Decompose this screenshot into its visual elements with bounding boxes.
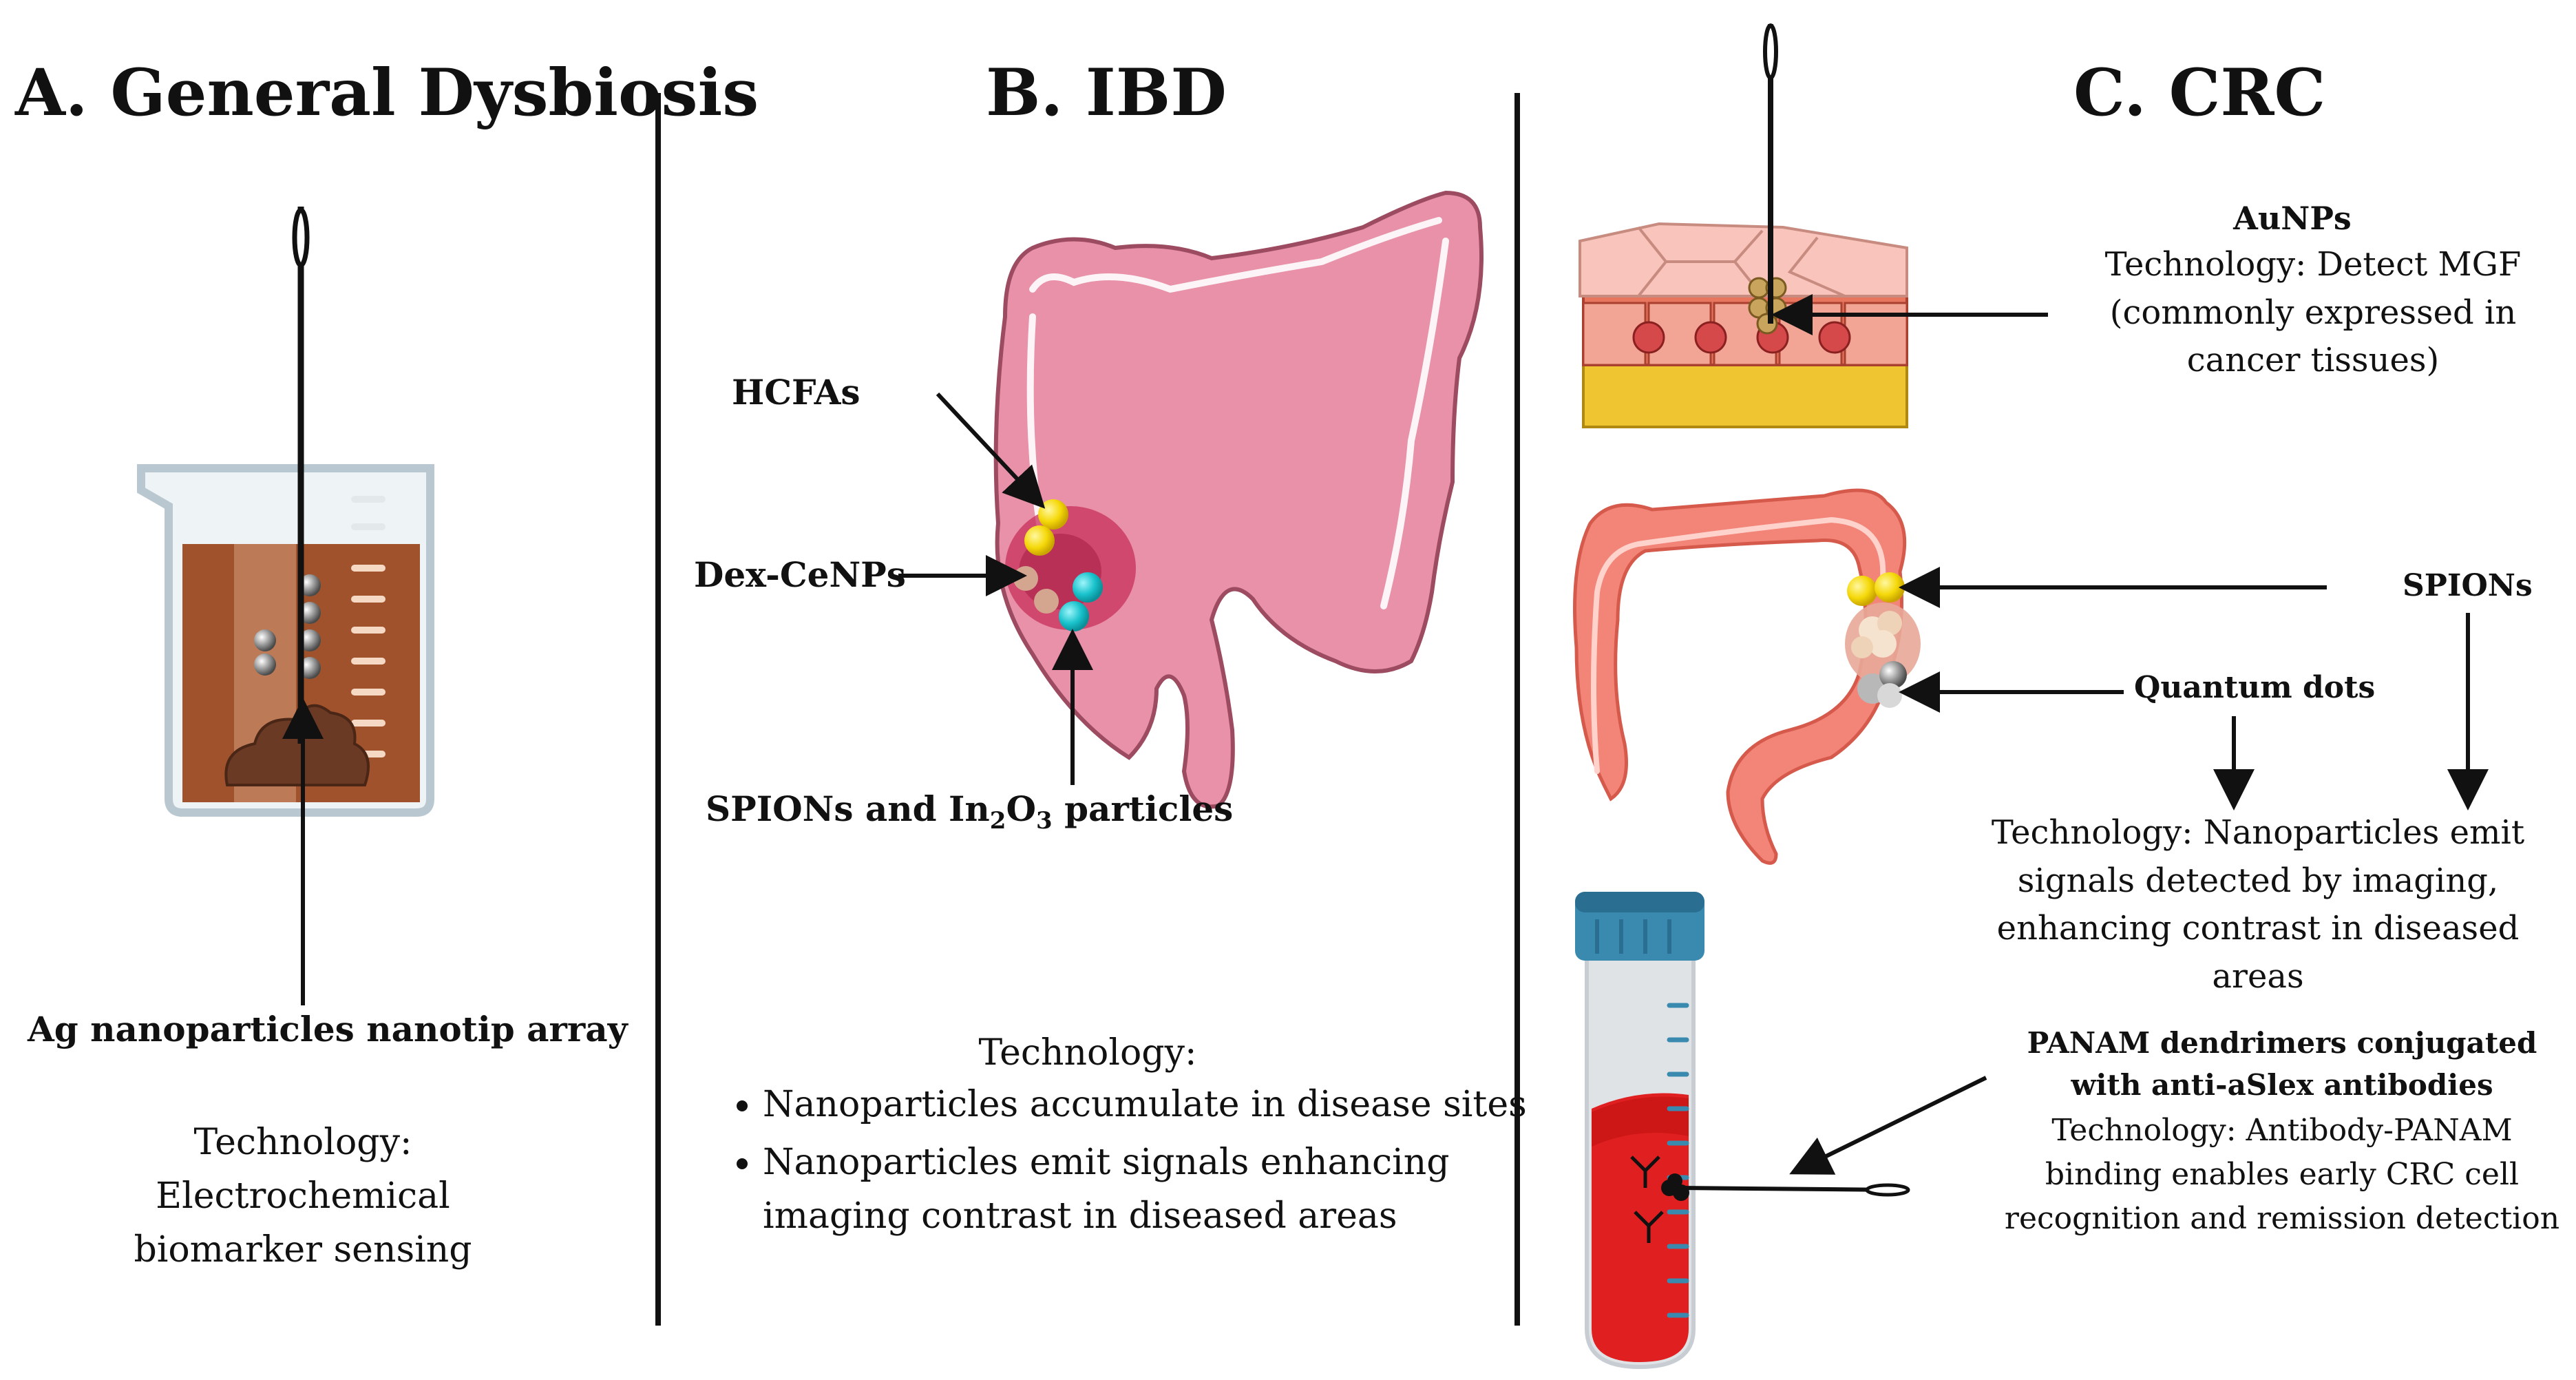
arrow-hcfas	[936, 392, 1046, 509]
spions-label-part: SPIONs and In	[706, 788, 990, 829]
spions-crc-label: SPIONs	[2403, 568, 2533, 603]
panel-b-title: B. IBD	[986, 55, 1227, 131]
needle-icon	[292, 207, 310, 744]
panel-a-title: A. General Dysbiosis	[15, 55, 759, 131]
spions-label-sub: 2	[989, 807, 1006, 835]
tissue-block	[1579, 222, 1908, 428]
beaker	[137, 464, 434, 817]
ag-nanotip-label: Ag nanoparticles nanotip array	[28, 1009, 628, 1049]
blood-tube	[1575, 892, 1704, 1370]
spions-label-sub: 3	[1036, 807, 1053, 835]
quantum-dot-particles	[1857, 661, 1907, 708]
needle-icon	[1763, 23, 1778, 324]
technology-bullet: Nanoparticles accumulate in disease site…	[763, 1078, 1534, 1131]
hcfas-label: HCFAs	[732, 372, 861, 412]
blood-fill	[1592, 1093, 1689, 1362]
divider-left	[655, 93, 661, 1326]
needle-icon	[1679, 1183, 1910, 1197]
spions-label-part: particles	[1052, 788, 1234, 829]
colon-ibd	[993, 190, 1484, 809]
spions-in2o3-particles	[1059, 572, 1103, 631]
hcfas-particles	[1024, 499, 1068, 556]
dex-cenps-label: Dex-CeNPs	[694, 554, 906, 595]
panel-b-technology-heading: Technology:	[978, 1032, 1197, 1074]
panel-a-technology: Technology: Electrochemical biomarker se…	[134, 1122, 472, 1271]
imaging-technology: Technology: Nanoparticles emit signals d…	[1991, 813, 2525, 996]
technology-bullet: Nanoparticles emit signals enhancing ima…	[763, 1136, 1534, 1243]
antibody-icon	[1630, 1156, 1664, 1243]
spions-crc-particles	[1847, 572, 1905, 606]
tumor-cluster	[1851, 611, 1902, 658]
panam-technology: Technology: Antibody-PANAM binding enabl…	[2004, 1113, 2560, 1236]
aunps-label: AuNPs	[2233, 200, 2352, 237]
divider-right	[1514, 93, 1520, 1326]
panam-label: PANAM dendrimers conjugated with anti-aS…	[2027, 1026, 2537, 1102]
panel-c-title: C. CRC	[2073, 55, 2326, 131]
panel-b-technology-list: Nanoparticles accumulate in disease site…	[721, 1078, 1534, 1247]
aunps-technology: Technology: Detect MGF (commonly express…	[2104, 245, 2522, 380]
spions-label-part: O	[1006, 788, 1037, 829]
arrow-panam	[1789, 1076, 1987, 1175]
spions-in2o3-label: SPIONs and In2O3 particles	[706, 788, 1233, 835]
ag-nanoparticles	[254, 574, 321, 679]
quantum-dots-label: Quantum dots	[2134, 670, 2376, 705]
